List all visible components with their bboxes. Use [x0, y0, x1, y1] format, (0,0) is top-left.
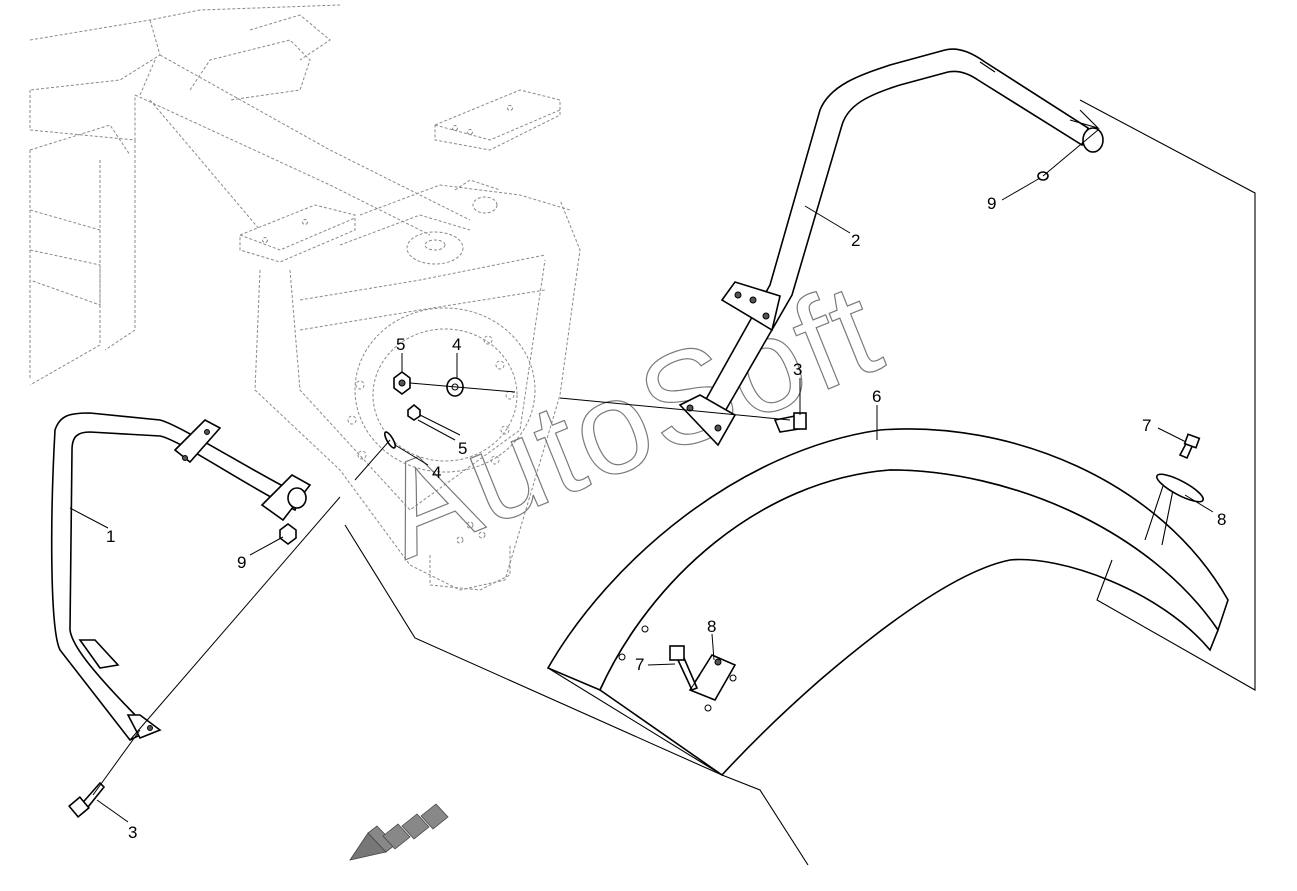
- guard-bar-2: [678, 48, 1104, 447]
- assembly-lines: [69, 129, 1214, 823]
- callout-1: 1: [106, 527, 115, 546]
- callout-5-lower: 5: [458, 439, 467, 458]
- callout-6: 6: [872, 387, 881, 406]
- callout-3-lower: 3: [128, 823, 137, 842]
- callout-9-left: 9: [237, 553, 246, 572]
- fender-panel: [344, 99, 1256, 866]
- callout-8-lower: 8: [1217, 510, 1226, 529]
- tractor-frame-ghost: [29, 4, 581, 591]
- callout-9-right: 9: [987, 194, 996, 213]
- callout-8-upper: 8: [707, 617, 716, 636]
- callout-3-upper: 3: [793, 360, 802, 379]
- hardware: [68, 171, 1201, 818]
- guard-bar-1: [50, 412, 312, 742]
- callout-5-upper: 5: [396, 335, 405, 354]
- callout-7-lower: 7: [635, 655, 644, 674]
- callout-labels: 1 2 3 3 4 4 5 5 6 7 7 8 8 9 9: [106, 194, 1226, 842]
- callout-4-upper: 4: [452, 335, 461, 354]
- callout-7-upper: 7: [1142, 416, 1151, 435]
- callout-2: 2: [851, 231, 860, 250]
- callout-4-lower: 4: [432, 463, 441, 482]
- front-direction-arrow-icon: [349, 803, 449, 861]
